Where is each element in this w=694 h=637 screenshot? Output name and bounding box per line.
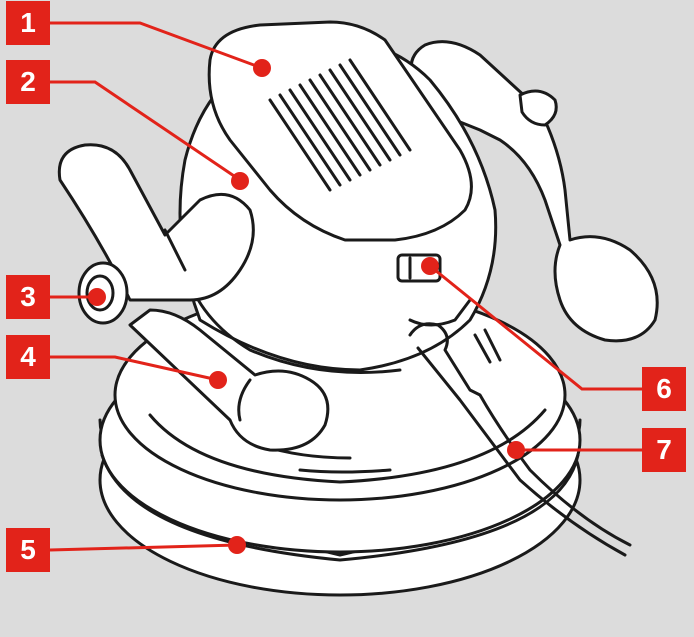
callout-badge-3: 3	[6, 275, 50, 319]
callout-badge-4: 4	[6, 335, 50, 379]
callout-badge-2: 2	[6, 60, 50, 104]
target-dot-1	[253, 59, 271, 77]
callout-badge-7: 7	[642, 428, 686, 472]
target-dot-7	[507, 441, 525, 459]
callout-badge-1: 1	[6, 1, 50, 45]
target-dot-6	[421, 257, 439, 275]
target-dot-5	[228, 536, 246, 554]
callout-badge-6: 6	[642, 367, 686, 411]
target-dot-2	[231, 172, 249, 190]
callout-badge-5: 5	[6, 528, 50, 572]
target-dot-3	[88, 288, 106, 306]
target-dot-4	[209, 371, 227, 389]
